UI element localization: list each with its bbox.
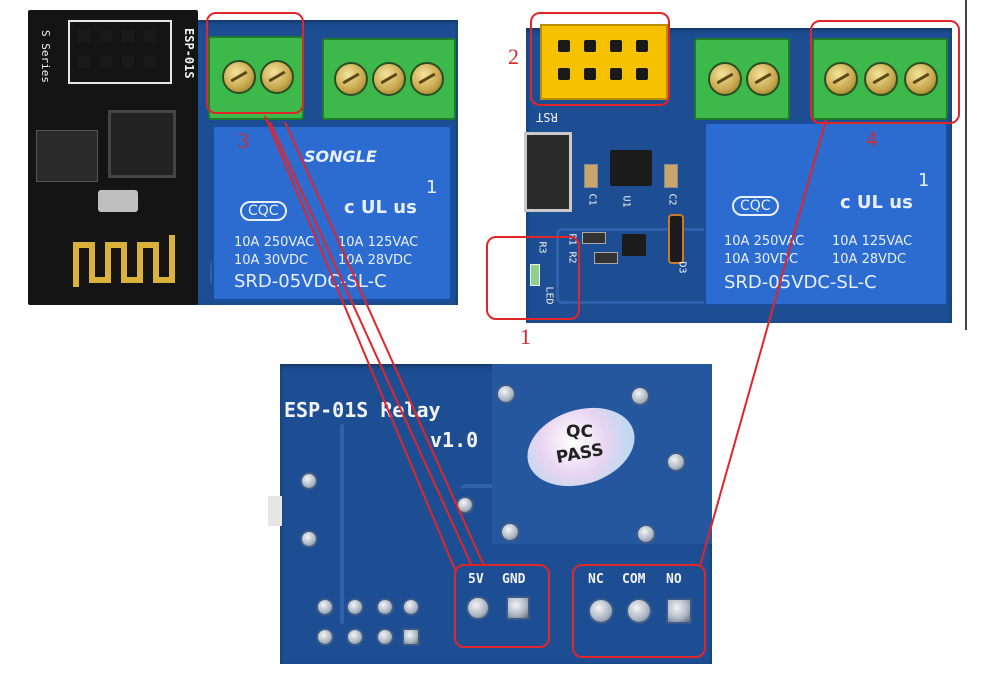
tr-transistor xyxy=(622,234,646,256)
label-gnd: GND xyxy=(502,572,526,587)
tr-relay-ul: c UL us xyxy=(840,192,913,213)
connector-3-to-pads-left xyxy=(294,120,460,568)
tr-cap-c1 xyxy=(584,164,598,188)
tr-terminal-3pin xyxy=(812,38,948,120)
tl-relay-rating2r: 10A 28VDC xyxy=(338,253,413,268)
callout-number-4: 4 xyxy=(866,126,877,151)
tr-relay-rating2l: 10A 30VDC xyxy=(724,252,799,267)
connector-3-to-power-pads xyxy=(269,121,473,567)
tr-rst-button xyxy=(524,132,572,212)
label-5v: 5V xyxy=(468,572,484,587)
tr-terminal-2pin xyxy=(694,38,790,120)
tl-relay-ul: c UL us xyxy=(344,197,417,218)
tl-terminal-3pin xyxy=(322,38,456,120)
label-nc: NC xyxy=(588,572,604,587)
pad-no xyxy=(666,598,692,624)
connector-box3-to-pads2 xyxy=(290,116,546,572)
pad-gnd xyxy=(506,596,530,620)
esp-chip-2 xyxy=(36,130,98,182)
tr-diode-d3 xyxy=(668,214,684,264)
callout-box-2-header xyxy=(530,12,670,106)
label-com: COM xyxy=(622,572,646,587)
bottom-title-line2: v1.0 xyxy=(430,428,479,452)
callout-box-relay-pads xyxy=(572,564,706,658)
bottom-white-tab xyxy=(268,496,282,526)
tl-terminal-2pin xyxy=(208,36,304,120)
esp-antenna xyxy=(73,235,175,287)
tr-resistor-r2 xyxy=(594,252,618,264)
tr-led xyxy=(530,264,540,286)
tl-relay-rating2l: 10A 30VDC xyxy=(234,253,309,268)
tl-relay-cqc: CQC xyxy=(240,201,287,221)
tr-relay-one: 1 xyxy=(918,170,930,191)
callout-box-4-relay-terminal xyxy=(810,20,960,124)
tl-relay-brand: SONGLE xyxy=(304,147,377,166)
tr-relay-rating1r: 10A 125VAC xyxy=(832,234,913,249)
tr-regulator xyxy=(610,150,652,186)
connector-3-to-power-pads-b xyxy=(284,121,485,567)
tr-relay-model: SRD-05VDC-SL-C xyxy=(724,272,877,293)
tl-relay-one: 1 xyxy=(426,177,438,198)
connector-box3-left-to-pad xyxy=(206,110,456,566)
connector-box3-to-pads xyxy=(264,115,457,573)
tl-relay-rating1l: 10A 250VAC xyxy=(234,235,315,250)
image-edge-line xyxy=(965,0,967,330)
esp01s-module: S Series ESP-01S xyxy=(28,10,198,305)
esp-chip xyxy=(108,110,176,178)
pad-nc xyxy=(588,598,614,624)
tl-relay-model: SRD-05VDC-SL-C xyxy=(234,271,387,292)
callout-number-2: 2 xyxy=(508,44,519,69)
connector-left-outer xyxy=(258,116,380,330)
tl-relay-rating1r: 10A 125VAC xyxy=(338,235,419,250)
qc-text-line1: QC xyxy=(566,422,593,442)
tr-relay-rating1l: 10A 250VAC xyxy=(724,234,805,249)
callout-number-1: 1 xyxy=(520,324,531,349)
pad-5v xyxy=(466,596,490,620)
tr-relay-rating2r: 10A 28VDC xyxy=(832,252,907,267)
esp-crystal xyxy=(98,190,138,212)
tr-relay-cqc: CQC xyxy=(732,196,779,216)
callout-number-3: 3 xyxy=(238,128,249,153)
tl-relay: SONGLE CQC c UL us 1 10A 250VAC 10A 125V… xyxy=(212,125,452,301)
esp-pin-header xyxy=(68,20,172,84)
tr-yellow-header xyxy=(540,24,668,100)
callout-box-3-power-terminal xyxy=(206,12,304,114)
label-no: NO xyxy=(666,572,682,587)
pad-com xyxy=(626,598,652,624)
callout-box-1-led xyxy=(486,236,580,320)
connector-4-to-relay-pads-a xyxy=(699,119,827,567)
tr-resistor-r1 xyxy=(582,232,606,244)
connector-4-to-relay-pads-b xyxy=(690,120,852,566)
tr-cap-c2 xyxy=(664,164,678,188)
tr-relay: CQC c UL us 1 10A 250VAC 10A 125VAC 10A … xyxy=(704,122,948,306)
callout-box-power-pads xyxy=(454,564,550,648)
